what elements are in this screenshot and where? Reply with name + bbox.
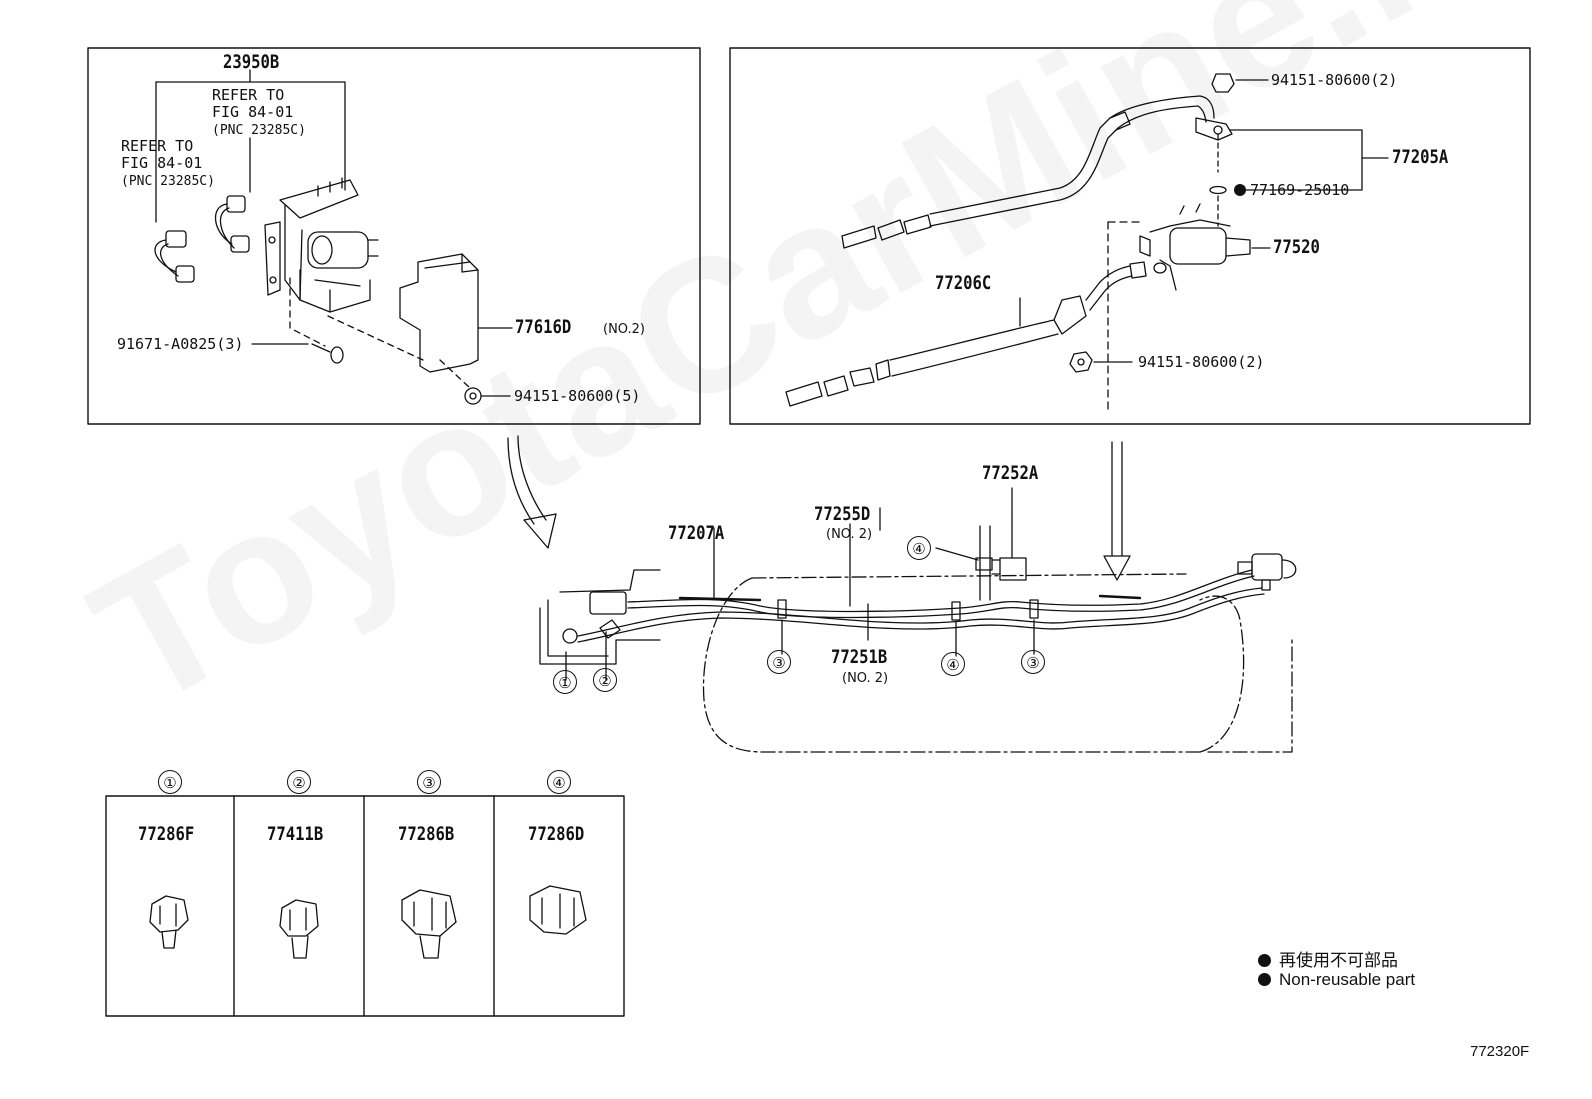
- actuator-bracket-assembly: [264, 177, 379, 313]
- clip-table-num-1: ①: [158, 770, 182, 794]
- label-77252a: 77252A: [982, 462, 1039, 484]
- callout-1: ①: [553, 670, 577, 694]
- legend-dot-icon: [1258, 954, 1271, 967]
- refer-note-b-line3: (PNC 23285C): [121, 174, 215, 189]
- refer-note-a-line3: (PNC 23285C): [212, 123, 306, 138]
- clip-table-part-1: 77286F: [138, 823, 195, 845]
- label-94151-bottom: 94151-80600(2): [1138, 353, 1265, 371]
- clip-table-part-4: 77286D: [528, 823, 585, 845]
- hose-77252a: [975, 519, 1027, 601]
- clip-icon-77411b: [279, 899, 319, 959]
- nut-94151-5: [464, 387, 482, 405]
- label-23950b: 23950B: [223, 51, 280, 73]
- leader-23950b: [155, 81, 346, 191]
- label-77205a: 77205A: [1392, 146, 1449, 168]
- clip-icon-77286f: [149, 895, 189, 949]
- arrow-left-panel: [507, 435, 557, 549]
- nonreusable-dot-77169: [1234, 184, 1246, 196]
- flex-hose-77206c: [785, 261, 1147, 407]
- label-77255d-note: (NO. 2): [826, 527, 873, 542]
- clip-table-num-3: ③: [417, 770, 441, 794]
- left-panel-frame: [87, 47, 701, 425]
- brake-tube-upper: [841, 95, 1215, 249]
- clip-table-part-3: 77286B: [398, 823, 455, 845]
- label-77616d: 77616D: [515, 316, 572, 338]
- label-91671: 91671-A0825(3): [117, 335, 244, 353]
- nut-94151-top: [1211, 73, 1235, 93]
- brake-tube-bundle: [577, 569, 1265, 643]
- refer-note-b-line1: REFER TO: [121, 137, 194, 155]
- harness-connector-left: [154, 230, 195, 283]
- clip-table-grid: [105, 795, 625, 1017]
- label-77616d-note: (NO.2): [603, 322, 645, 337]
- callout-3a: ③: [767, 650, 791, 674]
- callout-2: ②: [593, 668, 617, 692]
- refer-note-a-line2: FIG 84-01: [212, 103, 294, 121]
- clip-table-part-2: 77411B: [267, 823, 324, 845]
- legend-jp: 再使用不可部品: [1258, 946, 1398, 971]
- figure-code: 772320F: [1470, 1043, 1530, 1060]
- label-77520: 77520: [1273, 236, 1320, 258]
- refer-note-a-line1: REFER TO: [212, 86, 285, 104]
- valve-end-right: [1237, 553, 1297, 591]
- callout-4a: ④: [907, 536, 931, 560]
- right-panel-frame: [729, 47, 1531, 425]
- protector-cover-77616d: [399, 253, 479, 373]
- arrow-right-panel: [1103, 441, 1131, 581]
- label-77255d: 77255D: [814, 503, 871, 525]
- label-77251b: 77251B: [831, 646, 888, 668]
- legend-en: Non-reusable part: [1258, 970, 1415, 990]
- label-77169: 77169-25010: [1250, 181, 1350, 199]
- clip-table-num-2: ②: [287, 770, 311, 794]
- harness-connector-right: [214, 195, 250, 253]
- clip-table-num-4: ④: [547, 770, 571, 794]
- legend-dot-icon: [1258, 973, 1271, 986]
- clip-icon-77286b: [401, 889, 457, 959]
- callout-3b: ③: [1021, 650, 1045, 674]
- valve-77520: [1139, 203, 1251, 291]
- label-77251b-note: (NO. 2): [842, 671, 889, 686]
- fuel-tank-outline: [702, 573, 1293, 753]
- callout-4b: ④: [941, 652, 965, 676]
- leader-4a: [935, 547, 979, 561]
- label-77206c: 77206C: [935, 272, 992, 294]
- bundle-clips: [777, 599, 1039, 621]
- legend-jp-text: 再使用不可部品: [1279, 951, 1398, 970]
- mount-bracket-left: [539, 569, 661, 665]
- nut-94151-bottom: [1069, 351, 1093, 373]
- bolt-91671: [311, 343, 344, 364]
- label-77207a: 77207A: [668, 522, 725, 544]
- clip-icon-77286d: [529, 885, 587, 935]
- union-bracket-77205a: [1195, 117, 1233, 227]
- refer-note-b-line2: FIG 84-01: [121, 154, 203, 172]
- label-94151-top: 94151-80600(2): [1271, 71, 1398, 89]
- legend-en-text: Non-reusable part: [1279, 970, 1416, 989]
- label-94151-5: 94151-80600(5): [514, 387, 641, 405]
